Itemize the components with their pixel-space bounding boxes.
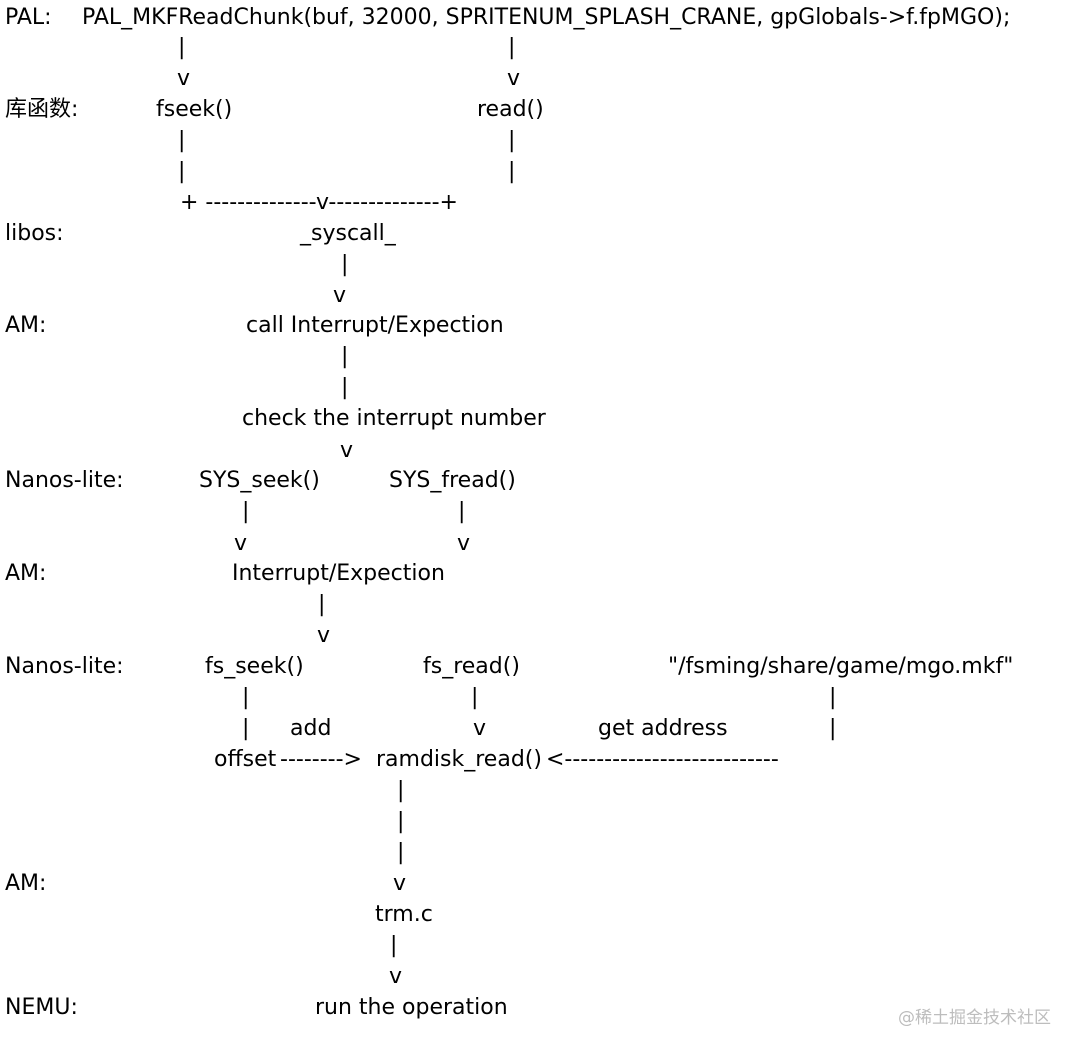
connector-pipe: | xyxy=(397,778,405,803)
node-fs-seek: fs_seek() xyxy=(205,654,304,679)
layer-label-am: AM: xyxy=(5,313,47,338)
connector-pipe: | xyxy=(178,159,186,184)
connector-pipe: | xyxy=(829,685,837,710)
layer-label-nanos-lite: Nanos-lite: xyxy=(5,654,124,679)
node-ramdisk-read: ramdisk_read() xyxy=(376,747,542,772)
connector-pipe: | xyxy=(242,499,250,524)
node-sys-fread: SYS_fread() xyxy=(389,468,516,493)
connector-pipe: | xyxy=(178,35,186,60)
connector-pipe: | xyxy=(341,252,349,277)
connector-arrow-down: v xyxy=(177,66,191,91)
connector-pipe: | xyxy=(829,716,837,741)
connector-pipe: | xyxy=(397,809,405,834)
connector-arrow-down: v xyxy=(393,871,407,896)
node-syscall: _syscall_ xyxy=(300,221,396,246)
connector-arrow-down: v xyxy=(340,438,354,463)
node-fs-read: fs_read() xyxy=(423,654,520,679)
connector-arrow-down: v xyxy=(389,964,403,989)
node-check-interrupt: check the interrupt number xyxy=(242,406,546,431)
connector-pipe: | xyxy=(458,499,466,524)
connector-arrow-down: v xyxy=(317,623,331,648)
layer-label-library: 库函数: xyxy=(5,97,79,122)
connector-pipe: | xyxy=(471,685,479,710)
connector-pipe: | xyxy=(242,685,250,710)
connector-pipe: | xyxy=(508,159,516,184)
node-sys-seek: SYS_seek() xyxy=(199,468,320,493)
connector-pipe: | xyxy=(178,128,186,153)
layer-label-nemu: NEMU: xyxy=(5,995,78,1020)
layer-label-am: AM: xyxy=(5,561,47,586)
connector-address-arrow: <--------------------------- xyxy=(546,747,779,772)
connector-arrow-down: v xyxy=(234,531,248,556)
connector-pipe: | xyxy=(397,840,405,865)
connector-pipe: | xyxy=(508,128,516,153)
label-add: add xyxy=(290,716,332,741)
connector-pipe: | xyxy=(242,716,250,741)
connector-arrow-down: v xyxy=(507,66,521,91)
layer-label-nanos-lite: Nanos-lite: xyxy=(5,468,124,493)
connector-arrow-down: v xyxy=(457,531,471,556)
layer-label-libos: libos: xyxy=(5,221,64,246)
connector-merge: + --------------v--------------+ xyxy=(180,190,458,215)
node-read: read() xyxy=(477,97,544,122)
connector-pipe: | xyxy=(341,375,349,400)
node-offset: offset xyxy=(214,747,277,772)
connector-arrow-down: v xyxy=(473,716,487,741)
node-trm: trm.c xyxy=(375,902,433,927)
node-file-path: "/fsming/share/game/mgo.mkf" xyxy=(668,654,1014,679)
connector-arrow-down: v xyxy=(333,283,347,308)
connector-pipe: | xyxy=(390,933,398,958)
connector-pipe: | xyxy=(508,35,516,60)
connector-offset-arrow: --------> xyxy=(280,747,362,772)
pal-call: PAL_MKFReadChunk(buf, 32000, SPRITENUM_S… xyxy=(82,5,1011,30)
connector-pipe: | xyxy=(341,344,349,369)
layer-label-pal: PAL: xyxy=(5,5,52,30)
label-get-address: get address xyxy=(598,716,728,741)
node-fseek: fseek() xyxy=(156,97,233,122)
watermark: @稀土掘金技术社区 xyxy=(898,1008,1051,1028)
layer-label-am: AM: xyxy=(5,871,47,896)
node-run-operation: run the operation xyxy=(315,995,508,1020)
connector-pipe: | xyxy=(318,592,326,617)
node-interrupt: Interrupt/Expection xyxy=(232,561,445,586)
node-call-interrupt: call Interrupt/Expection xyxy=(246,313,504,338)
